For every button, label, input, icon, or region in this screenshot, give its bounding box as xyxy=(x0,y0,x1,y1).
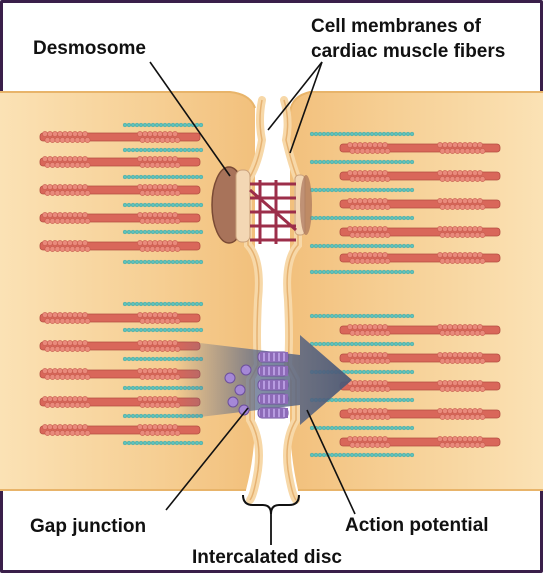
right-myofibrils-lower xyxy=(309,313,501,458)
action-potential-label: Action potential xyxy=(345,515,489,536)
desmosome xyxy=(211,166,312,244)
cell-membranes-label-line2: cardiac muscle fibers xyxy=(311,41,506,62)
intercalated-disc-label: Intercalated disc xyxy=(192,547,342,568)
membrane-leader-left xyxy=(267,61,323,131)
left-myofibrils-upper xyxy=(39,122,204,265)
desmosome-leader xyxy=(149,61,231,177)
gap-junction xyxy=(224,351,289,419)
right-myofibrils-upper xyxy=(309,131,501,275)
desmosome-label: Desmosome xyxy=(33,38,146,59)
desmosome-plaque-right xyxy=(300,175,312,235)
gap-junction-leader xyxy=(165,407,249,511)
gap-junction-label: Gap junction xyxy=(30,516,147,537)
membrane-leader-right xyxy=(289,61,323,154)
action-potential-leader xyxy=(306,409,356,515)
cell-membranes-label-line1: Cell membranes of xyxy=(311,16,481,37)
